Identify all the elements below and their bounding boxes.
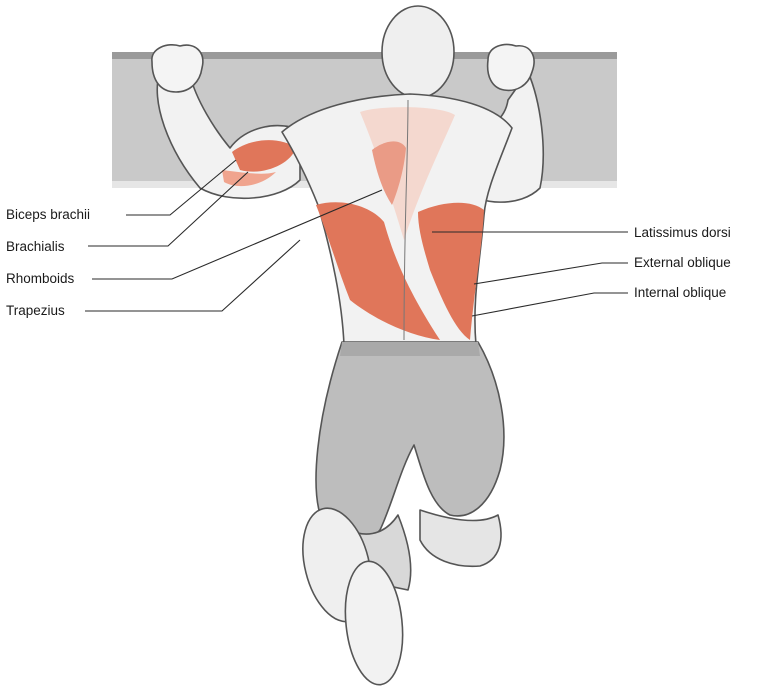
torso xyxy=(282,94,512,345)
legs xyxy=(292,342,504,688)
label-internal-oblique: Internal oblique xyxy=(634,285,726,300)
label-external-oblique: External oblique xyxy=(634,255,731,270)
waistband xyxy=(340,342,480,356)
label-brachialis: Brachialis xyxy=(6,239,65,254)
label-biceps-brachii: Biceps brachii xyxy=(6,207,90,222)
leader-line-external-oblique xyxy=(474,263,628,284)
right-calf xyxy=(420,510,501,566)
leader-line-trapezius xyxy=(85,240,300,311)
leader-line-internal-oblique xyxy=(472,293,628,316)
label-rhomboids: Rhomboids xyxy=(6,271,75,286)
label-latissimus-dorsi: Latissimus dorsi xyxy=(634,225,731,240)
head xyxy=(382,6,454,98)
label-trapezius: Trapezius xyxy=(6,303,65,318)
shorts xyxy=(316,342,504,540)
